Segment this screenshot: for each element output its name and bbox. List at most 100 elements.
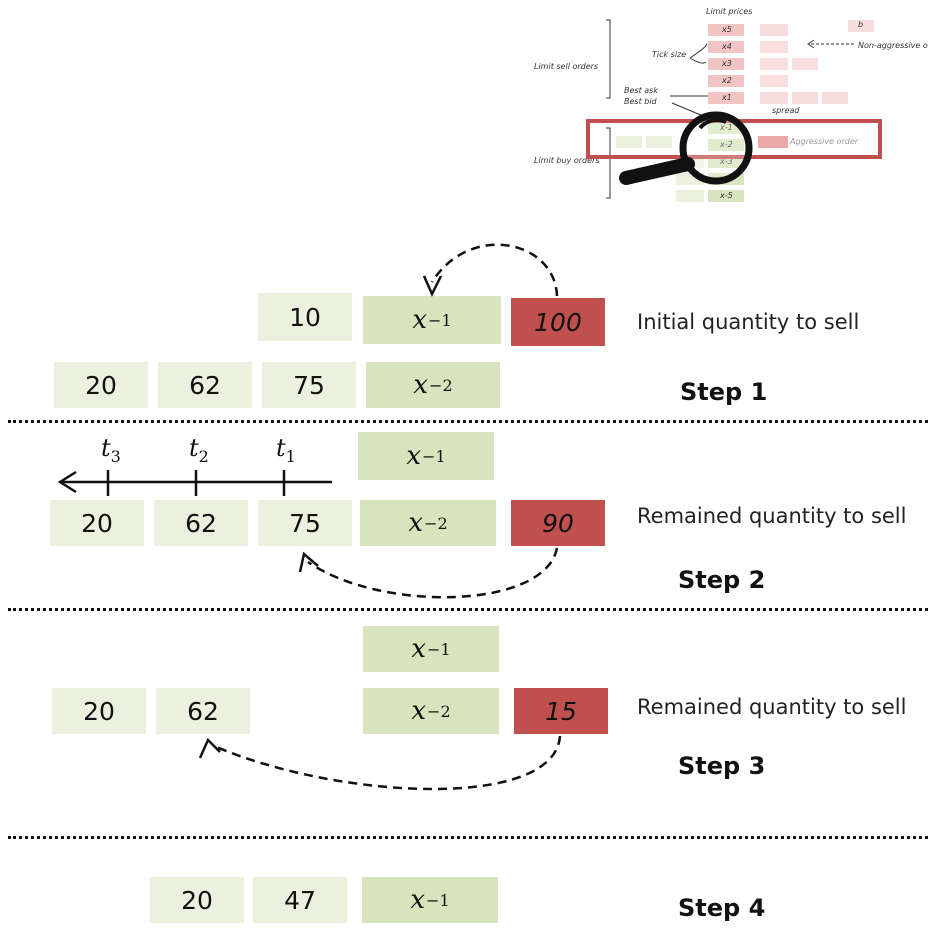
step1-queue-qty: 62 [189,370,221,400]
sell-level-label: x3 [722,59,732,68]
step2-label: Step 2 [678,566,766,594]
step2-top-price-var: x [406,441,422,471]
step3-arrowhead [198,737,221,759]
step1-queue-box: 75 [262,362,356,408]
step2-queue-qty: 75 [289,508,321,538]
aggressive-order-label: Aggressive order [790,137,859,146]
step4-queue-qty: 47 [284,885,316,915]
best-bid-label: Best bid [624,97,657,106]
sell-level-label: x4 [722,42,732,51]
limit-prices-label: Limit prices [706,7,753,16]
step4-price-var: x [410,885,426,915]
step2-top-price-box: x−1 [358,432,494,480]
buy-level-cell [708,139,744,151]
step2-caption: Remained quantity to sell [637,504,907,528]
sell-level-cell [708,58,744,70]
step3-queue-qty: 20 [83,696,115,726]
step4-price-box: x−1 [362,877,498,923]
step1-label: Step 1 [680,378,768,406]
sell-level-cell [708,92,744,104]
step1-order-qty: 100 [534,307,582,337]
buy-level-label: x-2 [720,140,733,149]
step3-queue-qty: 62 [187,696,219,726]
step3-price-box: x−2 [363,688,499,734]
sell-level-cell [708,75,744,87]
step4-label: Step 4 [678,894,766,922]
step2-queue-box: 62 [154,500,248,546]
buy-level-cell [708,190,744,202]
step1-top-price-var: x [412,305,428,335]
step3-queue-box: 20 [52,688,146,734]
buy-level-label: x-3 [720,157,733,166]
step3-label: Step 3 [678,752,766,780]
step3-top-price-var: x [411,634,427,664]
step1-queue-qty: 20 [85,370,117,400]
sell-level-label: x2 [722,76,732,85]
step1-queue-qty: 75 [293,370,325,400]
step1-queue-box: 20 [54,362,148,408]
step3-price-var: x [411,696,427,726]
step2-arrowhead [298,551,319,573]
step2-order-box: 90 [511,500,605,546]
step1-arrowhead [422,275,443,297]
magnifier-handle [619,157,695,185]
sell-queue-cell [822,92,848,104]
aggressive-order-cell [758,136,788,148]
step2-match-arrow [307,547,559,599]
buy-queue-cell [616,136,642,148]
step2-order-qty: 90 [542,508,574,538]
step2-top-price-sub: −1 [422,446,446,466]
step1-top-qty: 10 [289,302,321,332]
step3-price-sub: −2 [427,701,451,721]
step2-price-box: x−2 [360,500,496,546]
step1-queue-box: 62 [158,362,252,408]
step3-match-arrow [213,735,562,791]
sell-level-label: x5 [722,25,732,34]
step2-queue-box: 75 [258,500,352,546]
step1-second-price-var: x [413,370,429,400]
step3-top-price-box: x−1 [363,626,499,672]
tick-size-label: Tick size [652,50,687,59]
sell-queue-cell [760,41,788,53]
sell-queue-cell [760,75,788,87]
step4-queue-box: 47 [253,877,347,923]
time-label-t1: t1 [276,434,296,466]
step4-queue-box: 20 [150,877,244,923]
step1-caption: Initial quantity to sell [637,310,860,334]
tick-size-arrow [689,43,707,59]
step-divider [8,836,928,839]
buy-level-label: x-5 [720,191,733,200]
sell-level-label: x1 [722,93,732,102]
limit-sell-orders-label: Limit sell orders [534,62,599,71]
step1-top-price-sub: −1 [428,310,452,330]
step2-price-sub: −2 [424,513,448,533]
sell-queue-cell [760,58,788,70]
order-book-thumbnail: x5 x4 x3 x2 x1 x-1 x-2 x-3 x-4 x-5 Limit… [532,0,932,210]
step2-price-var: x [408,508,424,538]
buy-queue-cell [646,136,672,148]
step1-second-price-sub: −2 [429,375,453,395]
time-label-t2: t2 [189,434,209,466]
buy-level-label: x-1 [720,123,733,132]
step4-queue-qty: 20 [181,885,213,915]
step-divider [8,608,928,611]
non-aggressive-order-label: Non-aggressive o [858,41,928,50]
step1-second-price-box: x−2 [366,362,500,408]
b-label: b [858,20,864,29]
step3-top-price-sub: −1 [427,639,451,659]
non-aggressive-order-cell [848,20,874,32]
sell-queue-cell [760,92,788,104]
step2-queue-box: 20 [50,500,144,546]
step3-caption: Remained quantity to sell [637,695,907,719]
sell-brace [606,19,611,99]
buy-queue-cell [676,190,704,202]
step1-top-price-box: x−1 [363,296,501,344]
sell-queue-cell [792,58,818,70]
time-label-t3: t3 [101,434,121,466]
step4-price-sub: −1 [426,890,450,910]
step3-order-qty: 15 [545,696,577,726]
sell-queue-cell [792,92,818,104]
thumbnail-lines [586,19,882,199]
sell-level-cell [708,41,744,53]
